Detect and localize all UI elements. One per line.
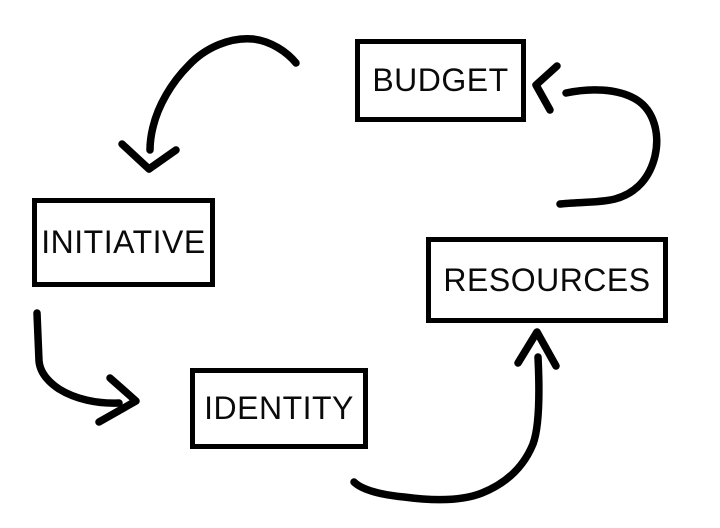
arrow-initiative-to-identity-head — [95, 374, 140, 426]
node-resources-label: RESOURCES — [443, 261, 651, 298]
arrow-initiative-to-identity-icon — [33, 309, 140, 426]
arrow-identity-to-resources-icon — [350, 328, 560, 504]
arrow-initiative-to-identity-shaft — [33, 309, 123, 407]
arrow-resources-to-budget-shaft — [556, 86, 661, 208]
node-initiative-label: INITIATIVE — [41, 224, 206, 260]
node-budget: BUDGET — [355, 39, 526, 122]
node-identity-label: IDENTITY — [204, 390, 354, 426]
arrow-identity-to-resources-shaft — [350, 353, 543, 504]
node-resources: RESOURCES — [426, 237, 668, 323]
node-identity: IDENTITY — [190, 368, 368, 449]
arrow-resources-to-budget-icon — [532, 62, 661, 208]
node-initiative: INITIATIVE — [32, 198, 215, 287]
node-budget-label: BUDGET — [372, 62, 509, 98]
arrow-budget-to-initiative-icon — [118, 35, 300, 173]
arrow-budget-to-initiative-shaft — [146, 35, 300, 154]
arrow-budget-to-initiative-head — [118, 140, 180, 173]
arrow-identity-to-resources-head — [514, 328, 560, 370]
arrow-resources-to-budget-head — [532, 62, 561, 114]
